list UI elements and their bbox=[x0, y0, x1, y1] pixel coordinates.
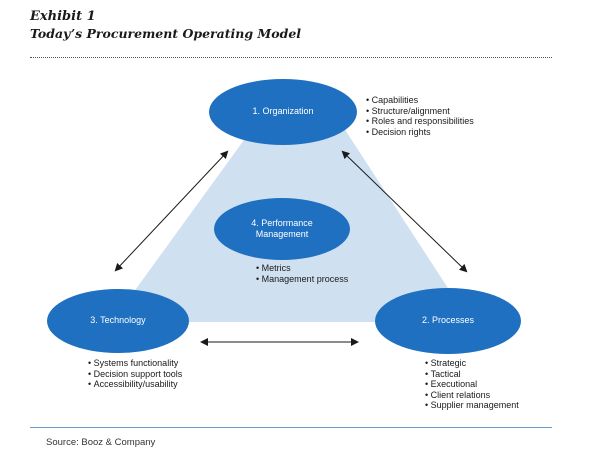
organization-bullets: Capabilities Structure/alignment Roles a… bbox=[366, 95, 474, 137]
arrow-organization-technology bbox=[114, 150, 229, 272]
organization-node bbox=[209, 79, 357, 145]
performance-label: 4. Performance Management bbox=[218, 218, 346, 240]
processes-label: 2. Processes bbox=[421, 315, 475, 325]
performance-node bbox=[214, 198, 350, 260]
organization-label: 1. Organization bbox=[252, 106, 314, 116]
list-item: Management process bbox=[256, 274, 349, 285]
performance-bullets: Metrics Management process bbox=[256, 263, 349, 285]
technology-label: 3. Technology bbox=[90, 315, 146, 325]
processes-node bbox=[375, 288, 521, 354]
list-item: Accessibility/usability bbox=[88, 379, 182, 390]
list-item: Decision rights bbox=[366, 127, 474, 138]
arrow-organization-processes bbox=[341, 150, 468, 273]
list-item: Decision support tools bbox=[88, 369, 183, 380]
list-item: Metrics bbox=[256, 263, 348, 274]
list-item: Structure/alignment bbox=[366, 106, 474, 117]
performance-label-line2: Management bbox=[255, 229, 309, 239]
list-item: Capabilities bbox=[366, 95, 474, 106]
technology-bullets: Systems functionality Decision support t… bbox=[88, 358, 183, 390]
list-item: Tactical bbox=[425, 369, 519, 380]
exhibit-number: Exhibit 1 bbox=[30, 9, 96, 24]
performance-label-line1: 4. Performance bbox=[251, 218, 313, 228]
list-item: Roles and responsibilities bbox=[366, 116, 474, 127]
list-item: Supplier management bbox=[425, 400, 519, 411]
title-divider bbox=[30, 57, 552, 58]
footer-divider bbox=[30, 427, 552, 428]
list-item: Systems functionality bbox=[88, 358, 182, 369]
processes-bullets: Strategic Tactical Executional Client re… bbox=[425, 358, 519, 411]
technology-node bbox=[47, 289, 189, 353]
list-item: Strategic bbox=[425, 358, 519, 369]
exhibit-title: Today’s Procurement Operating Model bbox=[30, 26, 302, 41]
source-note: Source: Booz & Company bbox=[46, 437, 156, 448]
list-item: Client relations bbox=[425, 390, 519, 401]
list-item: Executional bbox=[425, 379, 519, 390]
